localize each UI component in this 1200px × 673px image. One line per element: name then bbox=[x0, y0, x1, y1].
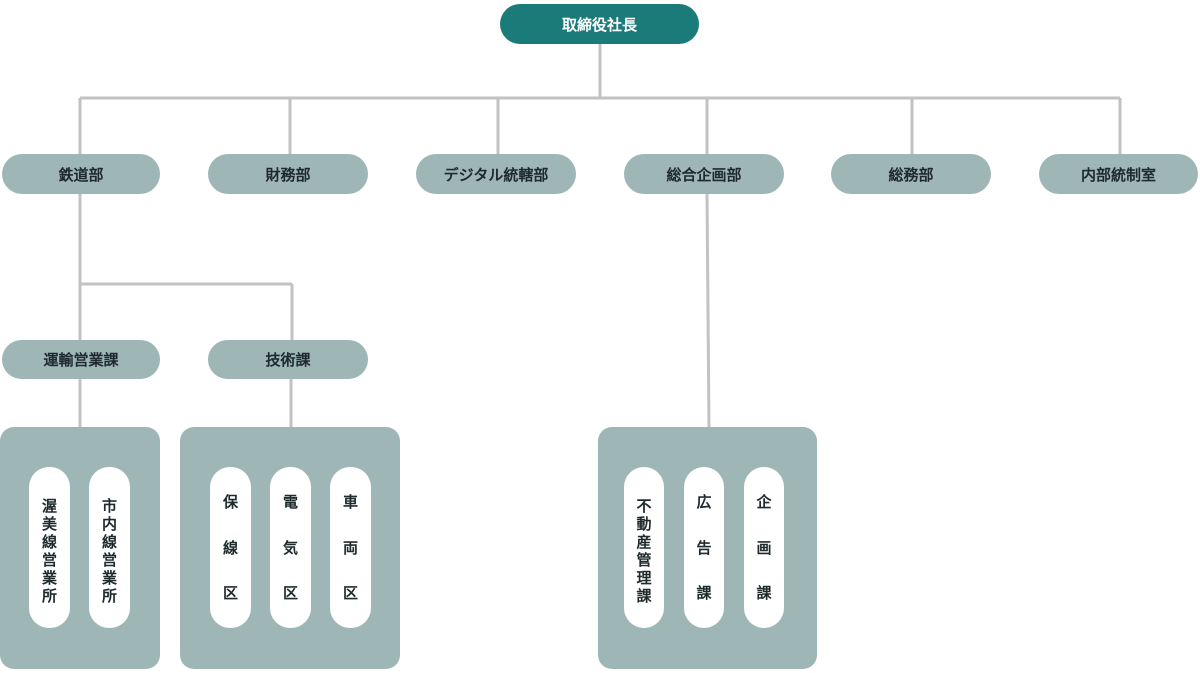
root-node-president: 取締役社長 bbox=[500, 4, 699, 44]
connector-line bbox=[705, 193, 711, 428]
vertical-char: 不 bbox=[636, 497, 652, 515]
vertical-char: 区 bbox=[222, 584, 238, 602]
vertical-char: 線 bbox=[101, 533, 117, 551]
vertical-char: 告 bbox=[696, 538, 712, 557]
unit-group-gijutsu: 保線区 電気区 車両区 bbox=[180, 427, 400, 669]
vertical-char: 課 bbox=[756, 584, 772, 602]
vertical-char: 気 bbox=[282, 538, 298, 557]
vertical-char: 所 bbox=[41, 587, 57, 605]
vertical-char: 企 bbox=[756, 493, 772, 511]
dept-node-sogo: 総合企画部 bbox=[624, 154, 784, 194]
vertical-char: 画 bbox=[756, 538, 772, 557]
vertical-char: 所 bbox=[101, 587, 117, 605]
vertical-char: 営 bbox=[41, 551, 57, 569]
vertical-char: 車 bbox=[342, 493, 358, 511]
vertical-char: 区 bbox=[342, 584, 358, 602]
unit-pill-fudosan: 不動産管理課 bbox=[624, 467, 664, 628]
vertical-char: 課 bbox=[636, 587, 652, 605]
dept-node-digital: デジタル統轄部 bbox=[416, 154, 576, 194]
unit-group-sogo: 不動産管理課 広告課 企画課 bbox=[598, 427, 817, 669]
vertical-char: 線 bbox=[222, 538, 238, 557]
dept-node-naibu: 内部統制室 bbox=[1039, 154, 1198, 194]
unit-pill-hosen: 保線区 bbox=[210, 467, 251, 628]
vertical-char: 産 bbox=[636, 533, 652, 551]
vertical-char: 管 bbox=[636, 551, 652, 569]
vertical-char: 区 bbox=[282, 584, 298, 602]
vertical-char: 業 bbox=[41, 569, 57, 587]
vertical-char: 線 bbox=[41, 533, 57, 551]
unit-pill-atsumi: 渥美線営業所 bbox=[29, 467, 70, 628]
vertical-char: 市 bbox=[101, 497, 117, 515]
section-node-unyu: 運輸営業課 bbox=[2, 340, 160, 379]
vertical-char: 動 bbox=[636, 515, 652, 533]
unit-pill-kokoku: 広告課 bbox=[684, 467, 724, 628]
vertical-char: 業 bbox=[101, 569, 117, 587]
vertical-char: 課 bbox=[696, 584, 712, 602]
vertical-char: 広 bbox=[696, 493, 712, 511]
vertical-char: 美 bbox=[41, 515, 57, 533]
vertical-char: 保 bbox=[222, 493, 238, 511]
section-node-gijutsu: 技術課 bbox=[208, 340, 368, 379]
unit-pill-sharyo: 車両区 bbox=[330, 467, 371, 628]
vertical-char: 両 bbox=[342, 538, 358, 557]
vertical-char: 電 bbox=[282, 493, 298, 511]
unit-pill-kikaku: 企画課 bbox=[744, 467, 784, 628]
vertical-char: 渥 bbox=[41, 497, 57, 515]
vertical-char: 理 bbox=[636, 569, 652, 587]
unit-pill-shinai: 市内線営業所 bbox=[89, 467, 130, 628]
dept-node-zaimu: 財務部 bbox=[208, 154, 368, 194]
vertical-char: 営 bbox=[101, 551, 117, 569]
dept-node-somu: 総務部 bbox=[831, 154, 991, 194]
vertical-char: 内 bbox=[101, 515, 117, 533]
unit-group-unyu: 渥美線営業所 市内線営業所 bbox=[0, 427, 160, 669]
dept-node-tetsudo: 鉄道部 bbox=[2, 154, 160, 194]
unit-pill-denki: 電気区 bbox=[270, 467, 311, 628]
connector-lines bbox=[78, 44, 1122, 428]
